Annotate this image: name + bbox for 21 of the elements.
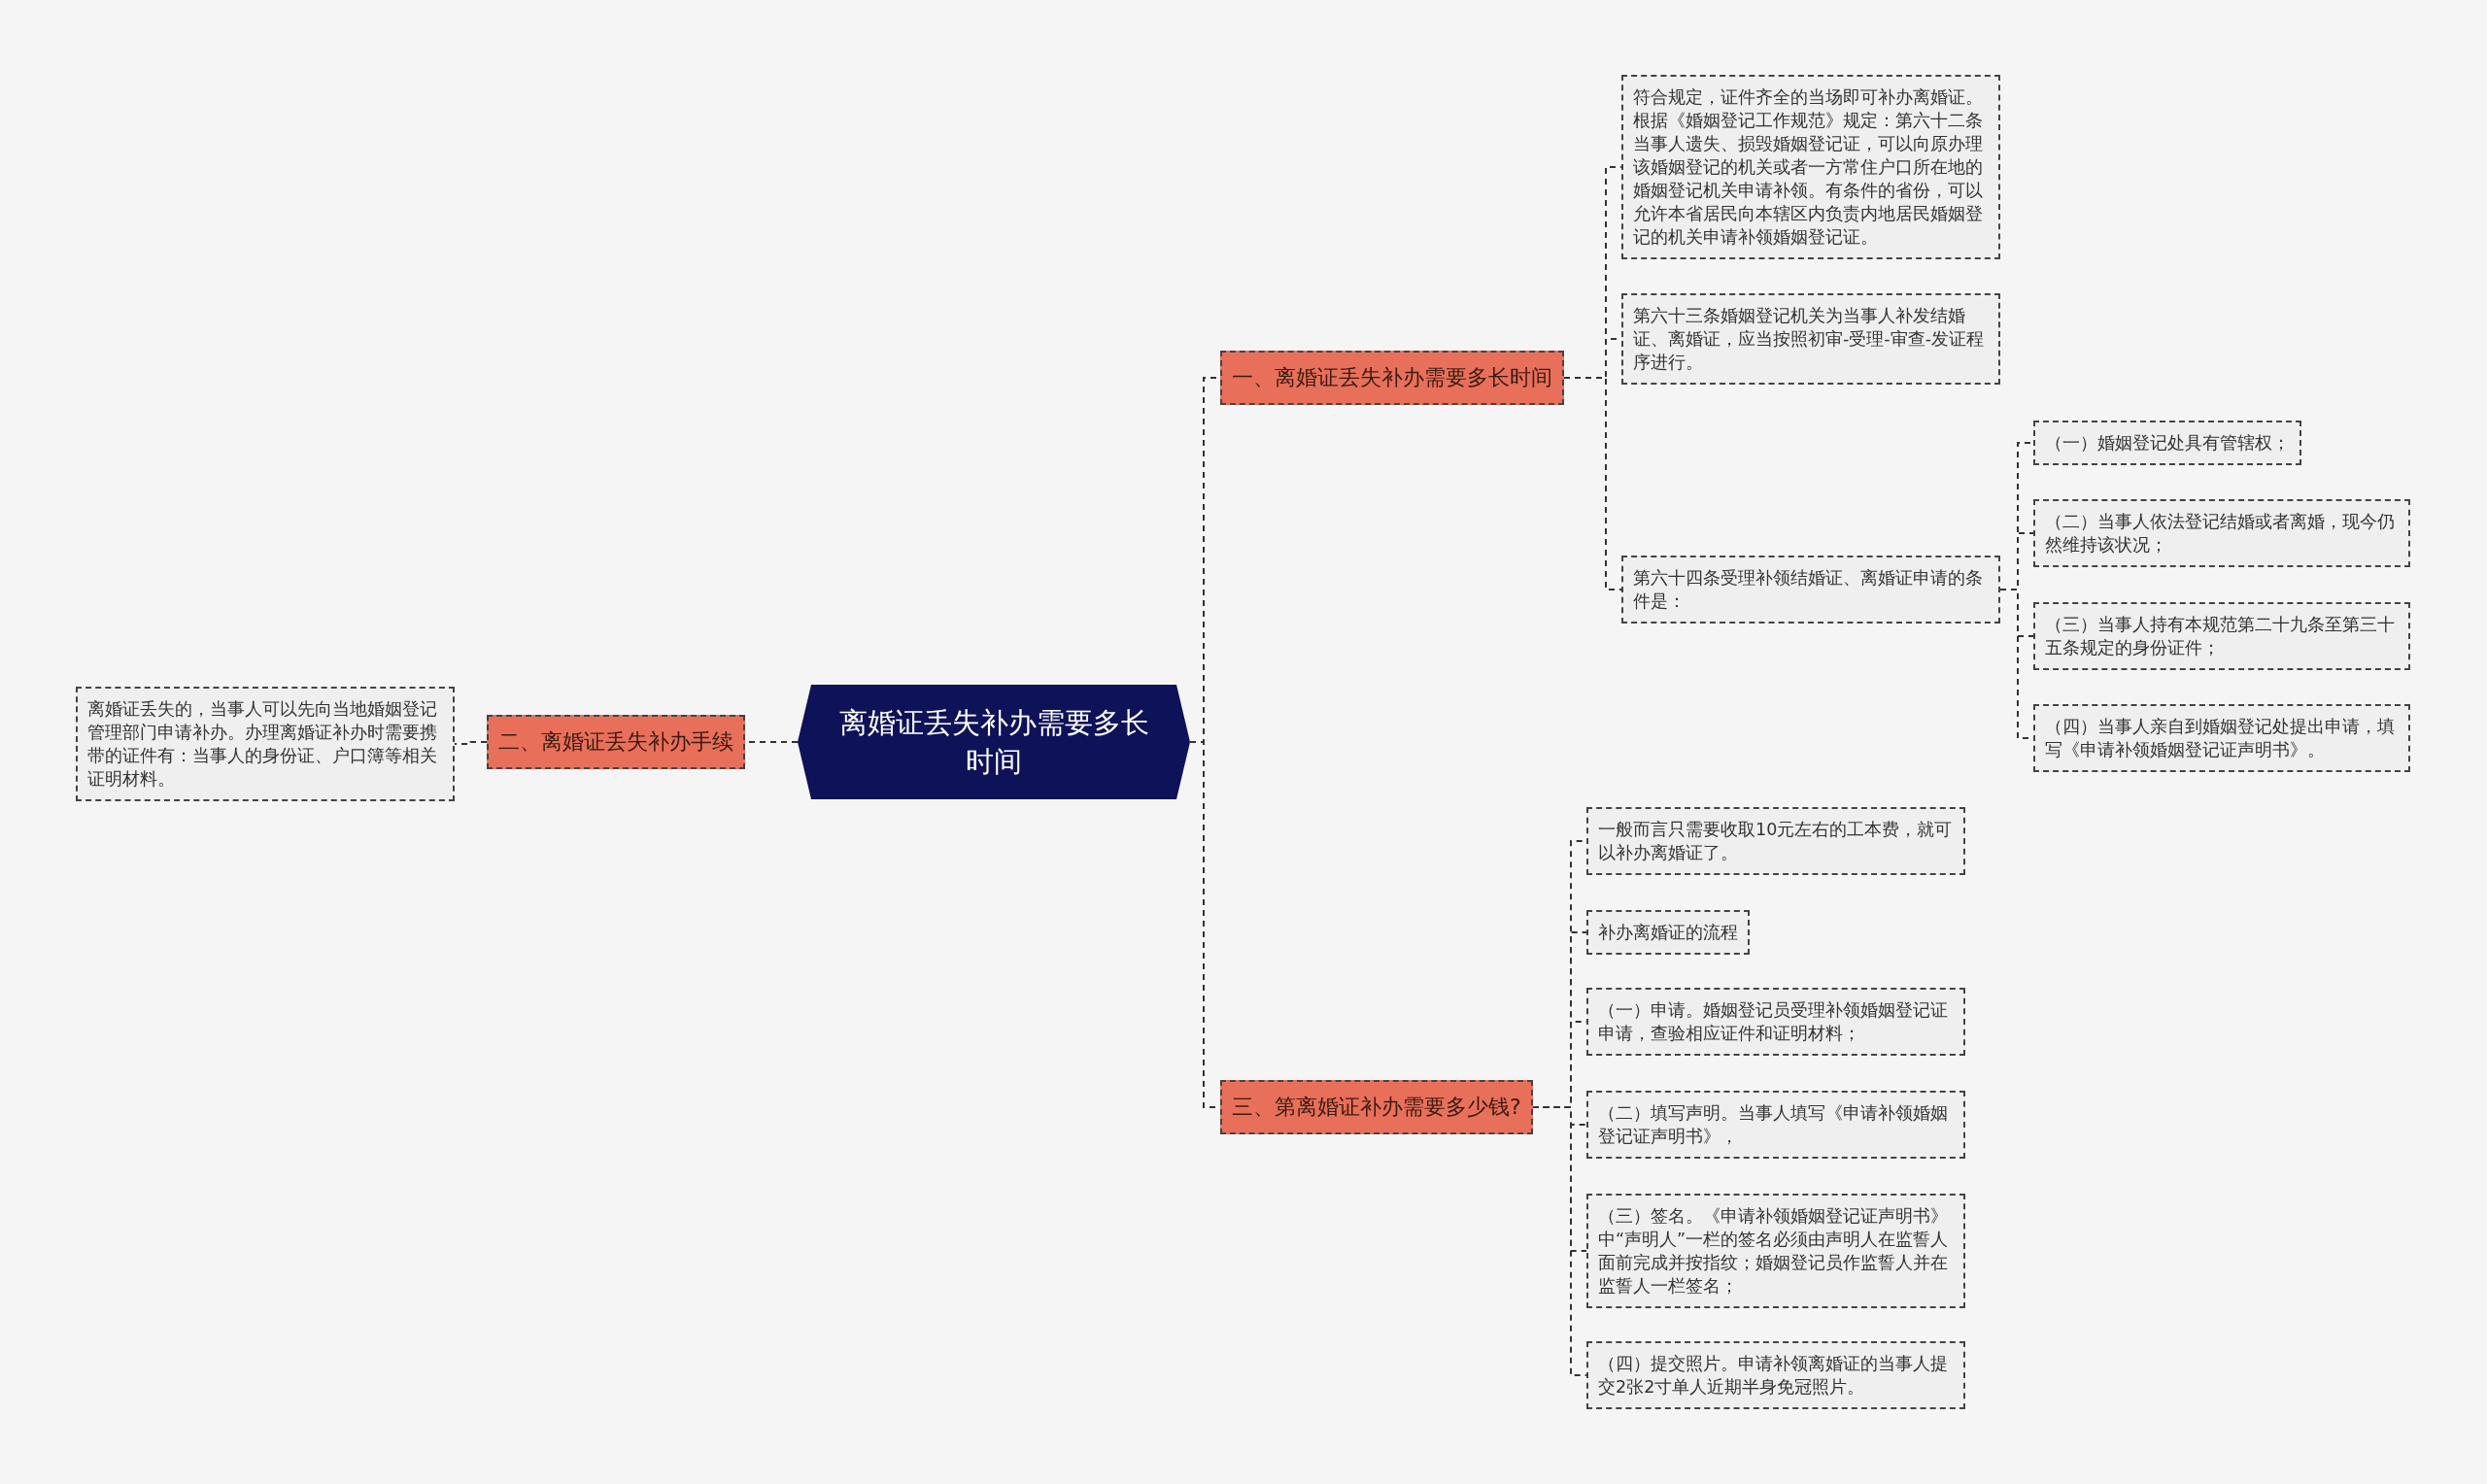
branch-topic-box: 二、离婚证丢失补办手续	[487, 715, 745, 769]
connector-line	[454, 741, 488, 745]
note-box: 第六十四条受理补领结婚证、离婚证申请的条件是：	[1621, 556, 2000, 624]
note-box: 离婚证丢失的，当事人可以先向当地婚姻登记管理部门申请补办。办理离婚证补办时需要携带的证件有：当事人的身份证、户口簿等相关证明材料。	[76, 687, 455, 801]
connector-line	[1563, 377, 1622, 590]
note-box: 第六十三条婚姻登记机关为当事人补发结婚证、离婚证，应当按照初审-受理-审查-发证程序进行。	[1621, 293, 2000, 385]
branch-topic-box: 一、离婚证丢失补办需要多长时间	[1220, 351, 1564, 405]
note-box: （二）当事人依法登记结婚或者离婚，现今仍然维持该状况；	[2033, 499, 2410, 567]
note-box: （三）签名。《申请补领婚姻登记证声明书》中“声明人”一栏的签名必须由声明人在监誓人面前完成并按指纹；婚姻登记员作监誓人并在监誓人一栏签名；	[1586, 1194, 1965, 1308]
note-box: （一）婚姻登记处具有管辖权；	[2033, 421, 2301, 465]
note-box: （四）当事人亲自到婚姻登记处提出申请，填写《申请补领婚姻登记证声明书》。	[2033, 704, 2410, 772]
note-box: 一般而言只需要收取10元左右的工本费，就可以补办离婚证了。	[1586, 807, 1965, 875]
note-box: 符合规定，证件齐全的当场即可补办离婚证。根据《婚姻登记工作规范》规定：第六十二条当事人遗失、损毁婚姻登记证，可以向原办理该婚姻登记的机关或者一方常住户口所在地的婚姻登记机关申请补领。有条件的省份，可以允许本省居民向本辖区内负责内地居民婚姻登记的机关申请补领婚姻登记证。	[1621, 75, 2000, 259]
note-box: （二）填写声明。当事人填写《申请补领婚姻登记证声明书》，	[1586, 1091, 1965, 1159]
note-box: （三）当事人持有本规范第二十九条至第三十五条规定的身份证件；	[2033, 602, 2410, 670]
note-box: （四）提交照片。申请补领离婚证的当事人提交2张2寸单人近期半身免冠照片。	[1586, 1341, 1965, 1409]
branch-topic-box: 三、第离婚证补办需要多少钱?	[1220, 1080, 1533, 1134]
note-box: （一）申请。婚姻登记员受理补领婚姻登记证申请，查验相应证件和证明材料；	[1586, 988, 1965, 1056]
topic-text: 离婚证丢失补办需要多长时间	[837, 705, 1150, 780]
central-topic-hexagon	[798, 685, 1190, 799]
note-box: 补办离婚证的流程	[1586, 910, 1750, 955]
